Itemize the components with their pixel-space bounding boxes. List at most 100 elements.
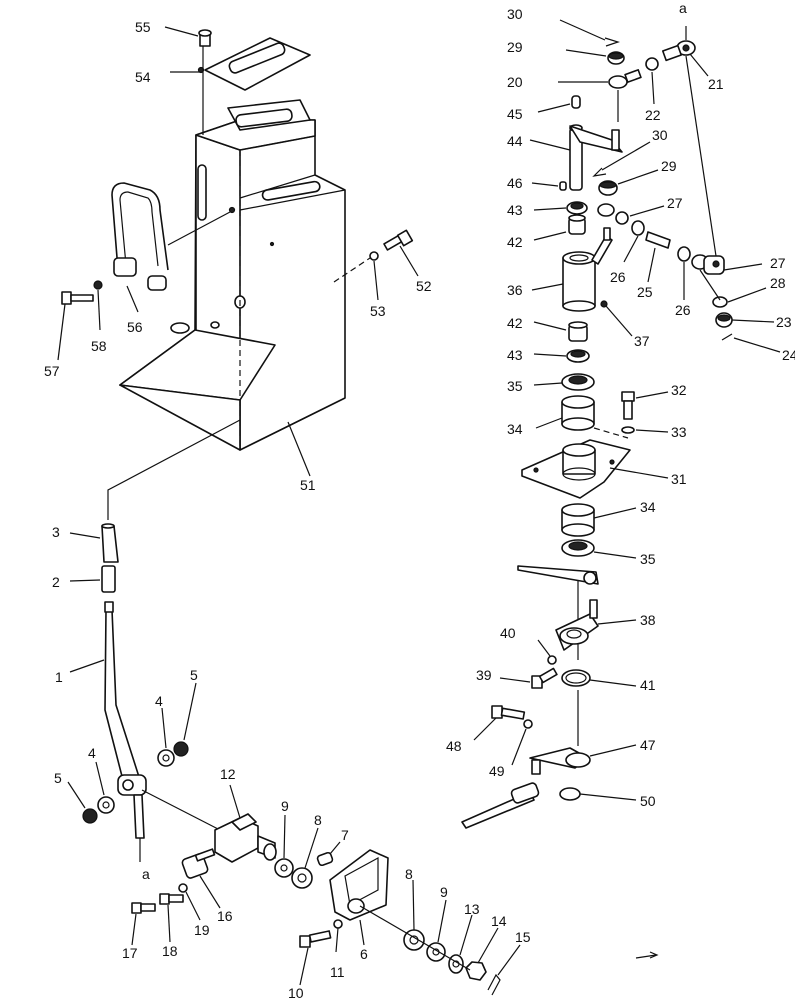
bolt-10 <box>299 930 332 986</box>
label-7: 7 <box>341 827 349 843</box>
label-1: 1 <box>55 669 63 685</box>
bushing-4-lower <box>95 761 115 814</box>
bearing-35-top <box>533 373 595 391</box>
bracket-6 <box>329 849 389 946</box>
label-39: 39 <box>476 667 492 683</box>
label-58: 58 <box>91 338 107 354</box>
nut-26-right <box>677 246 691 300</box>
label-27-right: 27 <box>770 255 786 271</box>
rod-end-20 <box>558 69 642 122</box>
label-32: 32 <box>671 382 687 398</box>
nut-5-upper <box>173 682 197 757</box>
label-3: 3 <box>52 524 60 540</box>
label-43-lower: 43 <box>507 347 523 363</box>
knob-3 <box>69 419 241 563</box>
arm-47 <box>529 690 637 775</box>
nut-29-top <box>565 49 625 65</box>
lower-rod <box>461 782 540 829</box>
label-30-mid: 30 <box>652 127 668 143</box>
label-56: 56 <box>127 319 143 335</box>
top-plate <box>170 37 311 91</box>
arrow-mark-icon <box>635 951 659 959</box>
label-44: 44 <box>507 133 523 149</box>
bushing-42-top <box>533 214 586 241</box>
label-29-top: 29 <box>507 39 523 55</box>
label-10: 10 <box>288 985 304 998</box>
label-16: 16 <box>217 908 233 924</box>
bearing-43-lower <box>533 349 590 363</box>
pivot-shaft-36 <box>531 227 633 337</box>
label-43-top: 43 <box>507 202 523 218</box>
nut-5-lower <box>67 781 98 824</box>
label-52: 52 <box>416 278 432 294</box>
label-51: 51 <box>300 477 316 493</box>
label-50: 50 <box>640 793 656 809</box>
nut-23 <box>715 312 775 328</box>
bushing-4-upper <box>157 707 175 767</box>
label-a-left: a <box>142 866 150 882</box>
label-18: 18 <box>162 943 178 959</box>
washer-28 <box>712 287 767 308</box>
bushing-8-left <box>291 827 319 889</box>
bushing-9-left <box>274 814 294 878</box>
label-8-left: 8 <box>314 812 322 828</box>
washer-53 <box>333 251 379 301</box>
screw-55 <box>164 26 212 135</box>
stud-16 <box>181 848 221 909</box>
label-5-lower: 5 <box>54 770 62 786</box>
cotter-pin-30-top <box>559 19 620 47</box>
washer-58 <box>93 280 103 331</box>
pin-7 <box>316 841 341 867</box>
label-42-top: 42 <box>507 234 523 250</box>
label-17: 17 <box>122 945 138 961</box>
label-45: 45 <box>507 106 523 122</box>
label-28: 28 <box>770 275 786 291</box>
label-9-right: 9 <box>440 884 448 900</box>
label-40: 40 <box>500 625 516 641</box>
label-34-top: 34 <box>507 421 523 437</box>
bolt-18 <box>159 893 184 943</box>
label-34-lower: 34 <box>640 499 656 515</box>
label-49: 49 <box>489 763 505 779</box>
label-6: 6 <box>360 946 368 962</box>
label-24: 24 <box>782 347 795 363</box>
label-48: 48 <box>446 738 462 754</box>
washer-27-mid <box>597 203 665 225</box>
bolt-39 <box>499 667 558 689</box>
washer-49 <box>511 719 533 766</box>
label-31: 31 <box>671 471 687 487</box>
grab-handle <box>111 182 231 313</box>
rod-25 <box>645 231 671 283</box>
label-42-lower: 42 <box>507 315 523 331</box>
label-11: 11 <box>330 964 345 980</box>
washer-19 <box>178 883 201 921</box>
label-35-top: 35 <box>507 378 523 394</box>
bolt-57 <box>57 291 94 361</box>
label-20: 20 <box>507 74 523 90</box>
label-23: 23 <box>776 314 792 330</box>
label-25: 25 <box>637 284 653 300</box>
shift-lever <box>69 601 221 862</box>
bushing-34-top <box>535 395 595 431</box>
arm-38 <box>555 599 637 651</box>
cotter-pin-24 <box>721 333 781 353</box>
label-54: 54 <box>135 69 151 85</box>
label-46: 46 <box>507 175 523 191</box>
label-13: 13 <box>464 901 480 917</box>
sleeve-2 <box>69 565 116 593</box>
console-box <box>119 99 346 477</box>
label-21: 21 <box>708 76 724 92</box>
nut-26-left <box>623 220 645 263</box>
bushing-9-right <box>426 899 447 962</box>
label-35-lower: 35 <box>640 551 656 567</box>
label-41: 41 <box>640 677 656 693</box>
label-37: 37 <box>634 333 650 349</box>
nut-29-mid <box>598 169 659 196</box>
label-15: 15 <box>515 929 531 945</box>
label-12: 12 <box>220 766 236 782</box>
lower-shaft <box>517 565 599 660</box>
label-33: 33 <box>671 424 687 440</box>
base-plate-31 <box>521 427 669 499</box>
bolt-48 <box>473 705 526 741</box>
